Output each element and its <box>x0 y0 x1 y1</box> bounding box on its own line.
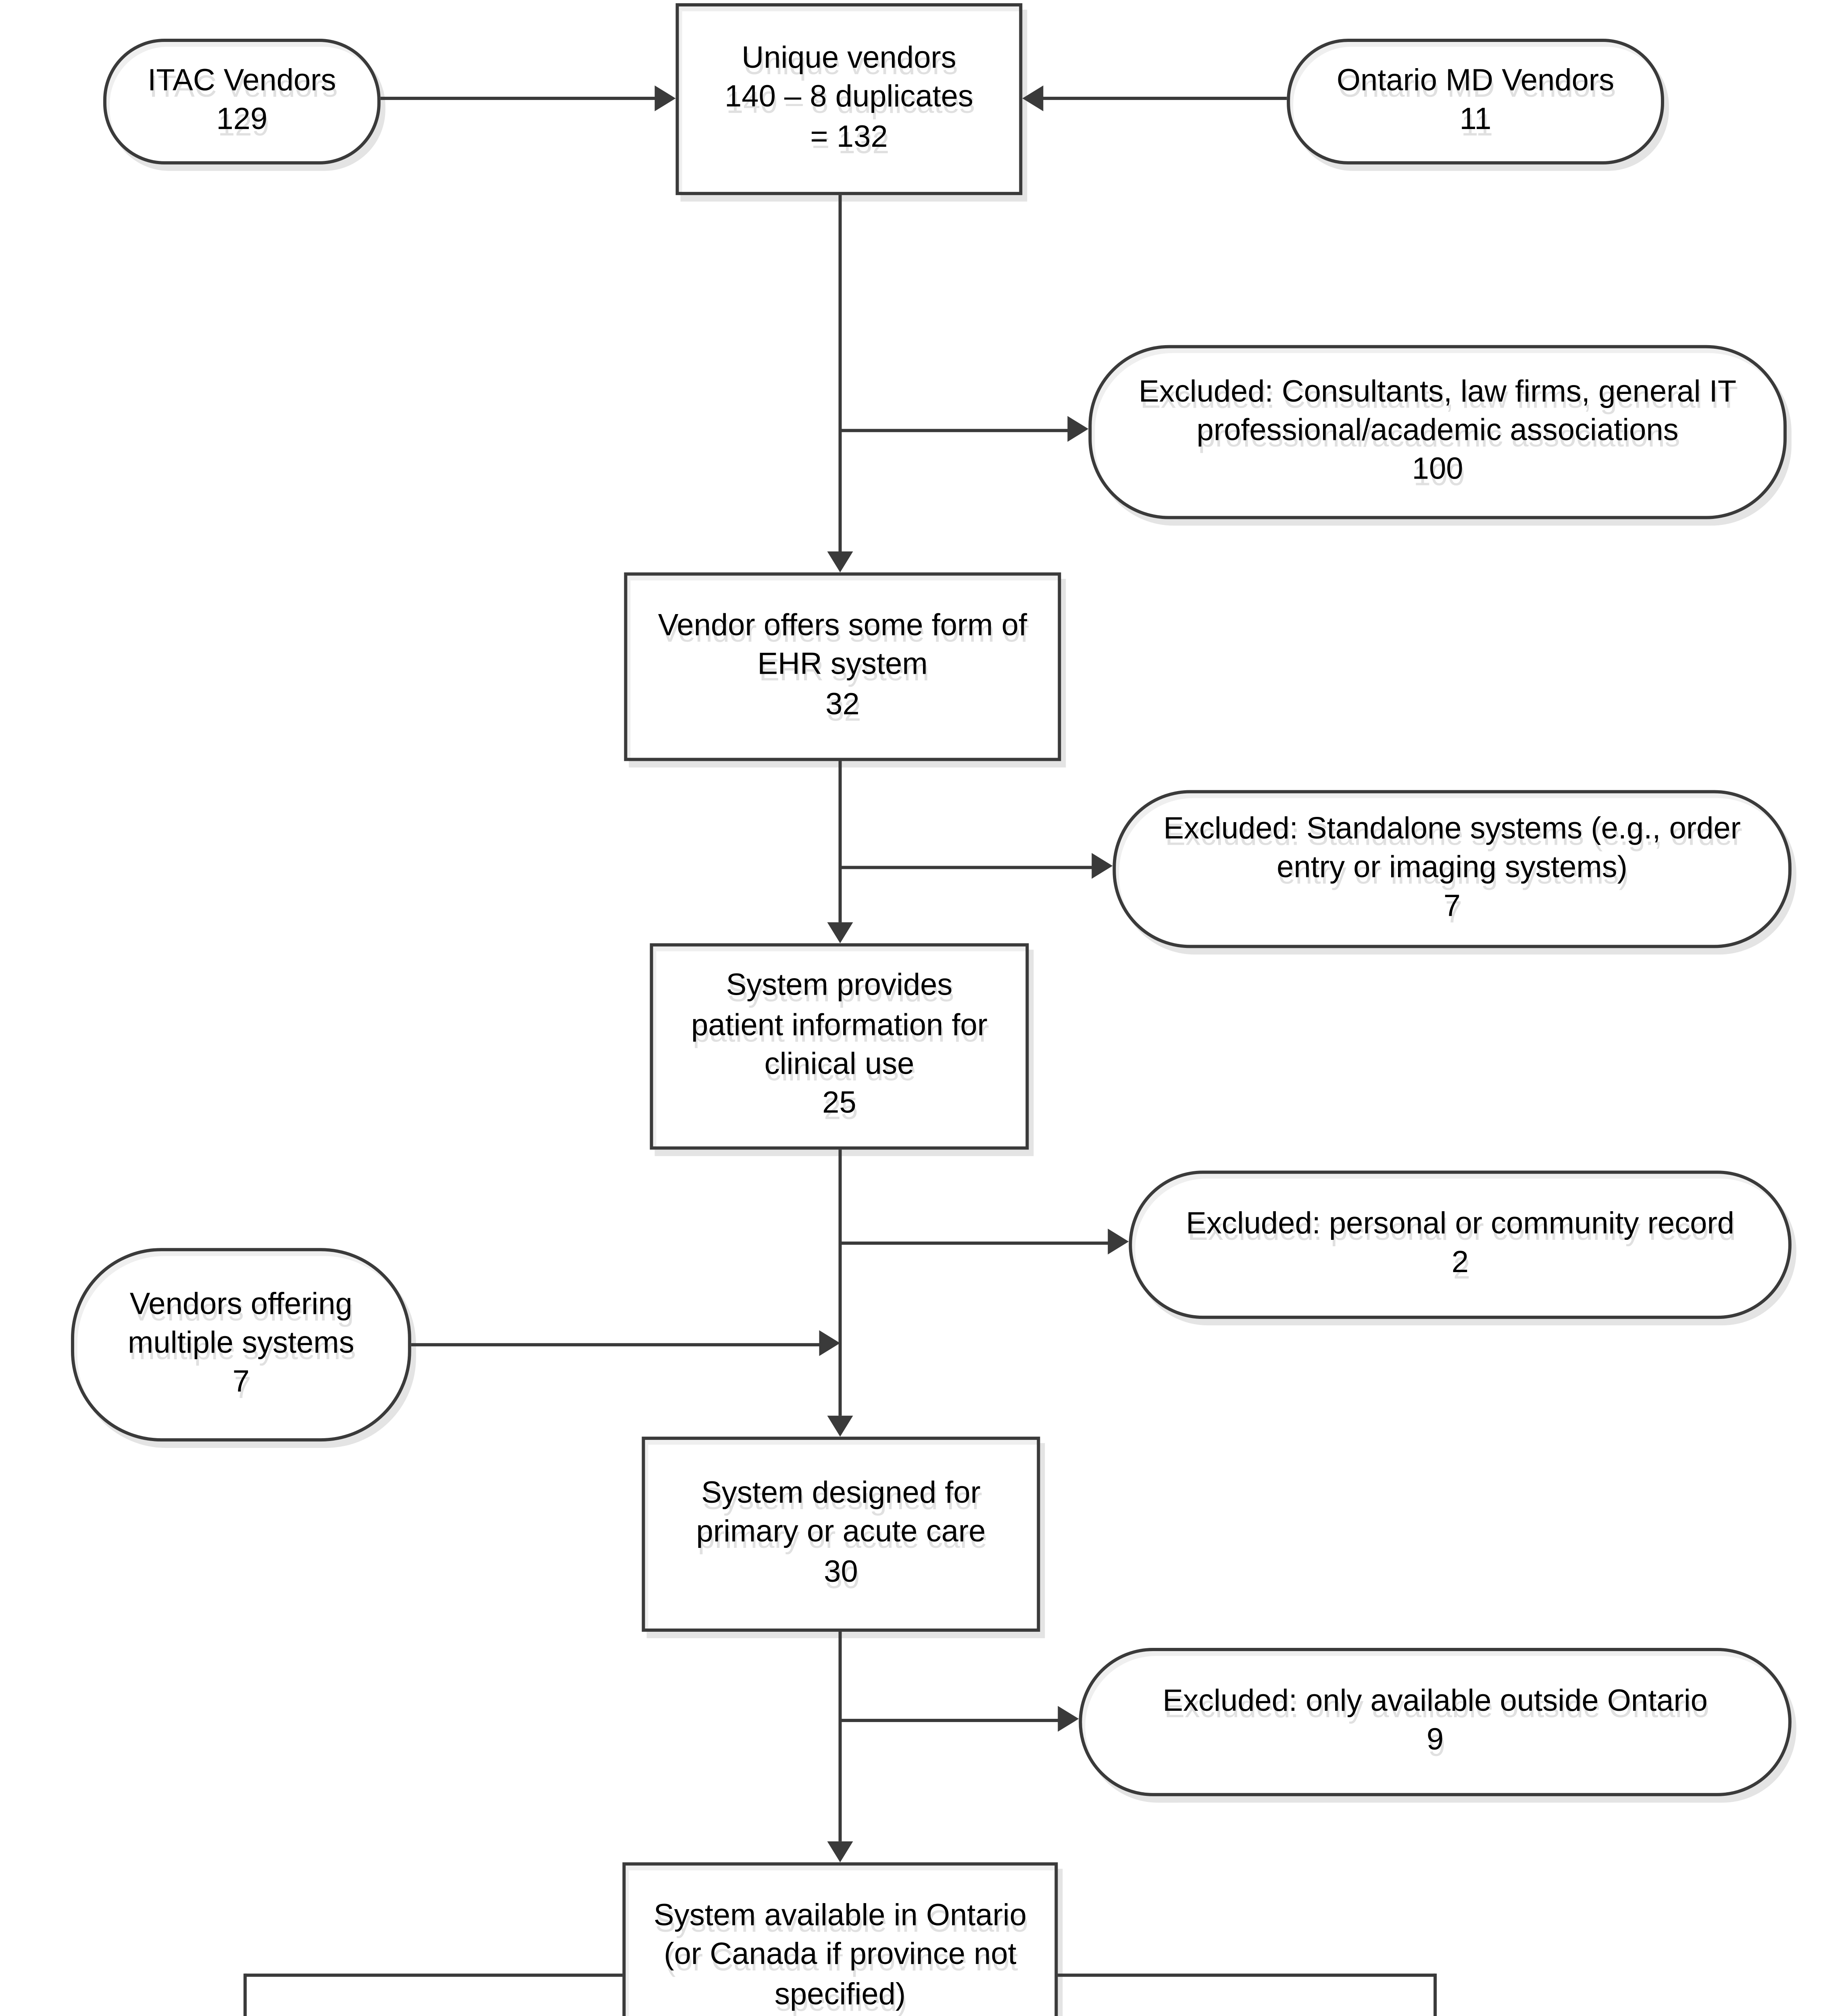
connector-split-right-horizontal <box>1058 1973 1436 1977</box>
connector-spine-1 <box>838 195 842 553</box>
node-excluded-personal: Excluded: personal or community record 2 <box>1129 1170 1792 1319</box>
node-vendors-multiple: Vendors offering multiple systems 7 <box>71 1248 411 1442</box>
connector-ontariomd-to-unique <box>1040 96 1287 100</box>
arrowhead-right <box>1108 1229 1129 1255</box>
node-excluded-standalone: Excluded: Standalone systems (e.g., orde… <box>1113 790 1792 948</box>
node-label: System designed for primary or acute car… <box>696 1477 986 1550</box>
connector-split-left-horizontal <box>245 1973 623 1977</box>
arrowhead-down <box>827 551 853 573</box>
connector-spine-4 <box>838 1631 842 1841</box>
node-count: 32 <box>825 688 860 722</box>
node-unique-vendors: Unique vendors 140 – 8 duplicates = 132 <box>675 3 1023 195</box>
arrowhead-right <box>819 1330 840 1356</box>
node-count: 129 <box>216 103 268 137</box>
arrowhead-left <box>1022 85 1044 111</box>
node-count: 9 <box>1426 1723 1444 1758</box>
node-excluded-outside-ontario: Excluded: only available outside Ontario… <box>1079 1647 1792 1796</box>
node-label: ITAC Vendors <box>148 64 336 98</box>
node-itac-vendors: ITAC Vendors 129 <box>103 38 381 165</box>
node-count: 7 <box>1443 890 1461 925</box>
node-label: Excluded: personal or community record <box>1186 1207 1734 1241</box>
node-ontario-md-vendors: Ontario MD Vendors 11 <box>1287 38 1664 165</box>
node-label: Excluded: Consultants, law firms, genera… <box>1138 375 1737 448</box>
connector-itac-to-unique <box>380 96 658 100</box>
node-label: Excluded: Standalone systems (e.g., orde… <box>1163 812 1741 885</box>
node-label: System provides patient information for … <box>691 969 988 1082</box>
arrowhead-right <box>654 85 676 111</box>
node-count: 7 <box>232 1366 250 1400</box>
connector-branch-excluded-personal <box>840 1241 1111 1245</box>
connector-spine-2 <box>838 761 842 923</box>
node-label: Vendor offers some form of EHR system <box>658 609 1027 683</box>
connector-vendors-multiple-to-spine <box>411 1343 823 1347</box>
node-count: 25 <box>822 1087 856 1121</box>
connector-split-left-vertical <box>243 1973 247 2016</box>
node-system-provides-info: System provides patient information for … <box>650 943 1029 1150</box>
arrowhead-right <box>1058 1706 1079 1732</box>
connector-branch-excluded-consultants <box>840 429 1071 432</box>
node-label: Excluded: only available outside Ontario <box>1163 1684 1708 1718</box>
connector-split-right-vertical <box>1433 1973 1437 2016</box>
node-count: 100 <box>1412 453 1463 487</box>
connector-branch-excluded-outside <box>840 1718 1061 1722</box>
connector-spine-3 <box>838 1150 842 1416</box>
node-count: 2 <box>1451 1246 1469 1281</box>
arrowhead-down <box>827 922 853 943</box>
node-system-available-ontario: System available in Ontario (or Canada i… <box>622 1862 1058 2016</box>
arrowhead-right <box>1067 416 1089 442</box>
node-count: 30 <box>824 1555 858 1589</box>
node-label: Ontario MD Vendors <box>1336 64 1615 98</box>
arrowhead-down <box>827 1841 853 1862</box>
node-label: Unique vendors 140 – 8 duplicates = 132 <box>725 42 973 154</box>
arrowhead-down <box>827 1416 853 1437</box>
node-vendor-offers-ehr: Vendor offers some form of EHR system 32 <box>624 572 1061 761</box>
node-system-designed: System designed for primary or acute car… <box>642 1437 1040 1632</box>
arrowhead-right <box>1092 853 1113 879</box>
node-label: Vendors offering multiple systems <box>128 1287 354 1361</box>
connector-branch-excluded-standalone <box>840 866 1095 869</box>
node-label: System available in Ontario (or Canada i… <box>654 1899 1027 2012</box>
node-excluded-consultants: Excluded: Consultants, law firms, genera… <box>1088 345 1787 519</box>
node-count: 11 <box>1459 103 1492 137</box>
